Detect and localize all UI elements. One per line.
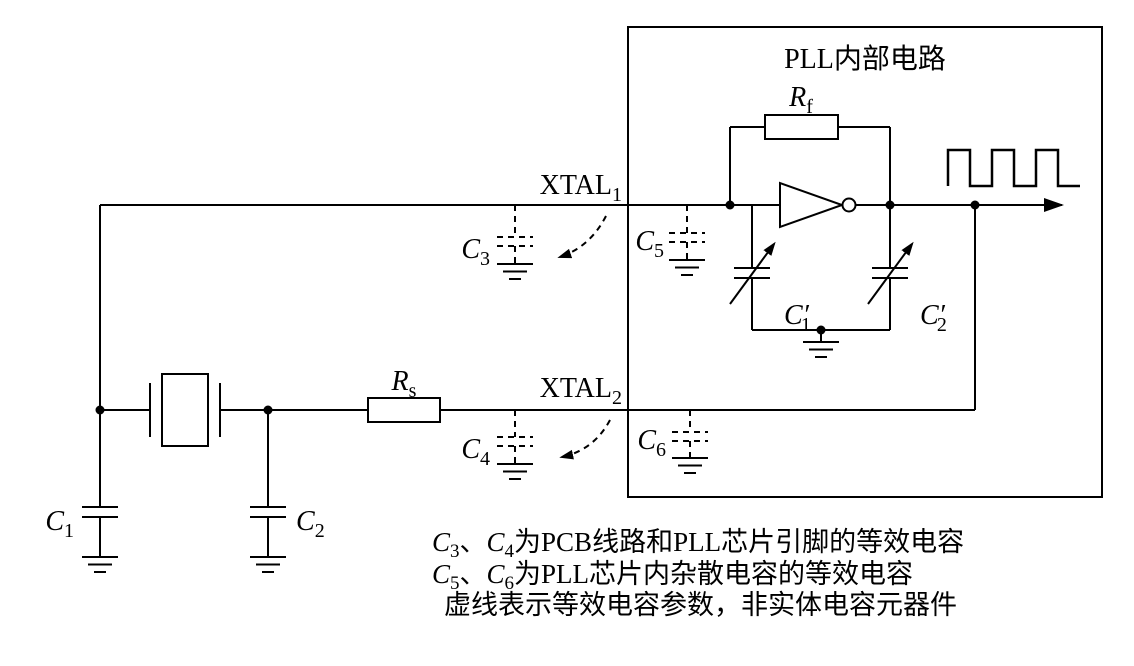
equiv-capacitor-c3	[497, 205, 533, 264]
junction-crystal-right	[263, 405, 273, 415]
ground-symbol-c6	[672, 457, 708, 474]
junction-inverter-output	[885, 200, 895, 210]
label-c1-prime: C′1	[784, 300, 811, 336]
note-line-1: C3、C4为PCB线路和PLL芯片引脚的等效电容	[432, 527, 964, 562]
inverter-bubble	[841, 197, 857, 213]
label-c2-prime: C′2	[920, 300, 947, 336]
feedback-loop	[729, 114, 891, 205]
ground-symbol-c3	[497, 263, 533, 280]
equiv-capacitor-c6	[672, 410, 708, 458]
note-line-2: C5、C6为PLL芯片内杂散电容的等效电容	[432, 559, 913, 594]
variable-arrow-c2-prime	[867, 241, 914, 305]
capacitor-c2	[250, 410, 286, 573]
junction-inverter-input	[725, 200, 735, 210]
resistor-rf	[764, 114, 839, 140]
equiv-pointer-arrow-c3	[557, 215, 607, 259]
note-line-3: 虚线表示等效电容参数，非实体电容元器件	[444, 590, 957, 620]
equiv-capacitor-c5	[669, 205, 705, 260]
label-xtal2: XTAL2	[540, 373, 622, 409]
ground-symbol-center	[803, 341, 839, 358]
pll-box-title: PLL内部电路	[784, 43, 946, 75]
label-xtal1: XTAL1	[540, 170, 622, 206]
variable-capacitor-c2-prime	[867, 205, 914, 330]
ground-symbol-c5	[669, 259, 705, 276]
label-c4: C4	[461, 434, 490, 470]
label-c3: C3	[461, 234, 490, 270]
crystal-symbol	[100, 373, 268, 447]
pll-internal-box	[627, 26, 1103, 498]
resistor-rs	[367, 397, 441, 423]
junction-varcap-ground	[816, 325, 826, 335]
capacitor-c1	[82, 506, 118, 573]
label-c6: C6	[637, 425, 666, 461]
equiv-capacitor-c4	[497, 410, 533, 464]
variable-capacitor-c1-prime	[729, 205, 776, 330]
junction-output-tap	[970, 200, 980, 210]
ground-symbol-c2	[250, 556, 286, 573]
square-wave-icon	[946, 148, 1080, 188]
equiv-pointer-arrow-c4	[559, 419, 611, 460]
junction-crystal-left	[95, 405, 105, 415]
label-rf: Rf	[788, 82, 813, 118]
ground-symbol-c1	[82, 556, 118, 573]
ground-symbol-c4	[497, 463, 533, 480]
label-c2: C2	[296, 506, 325, 542]
variable-arrow-c1-prime	[729, 241, 776, 305]
inverter-gate	[779, 181, 857, 229]
label-c5: C5	[635, 226, 664, 262]
junction-dots	[95, 200, 980, 415]
label-rs: Rs	[391, 366, 417, 402]
label-c1: C1	[45, 506, 74, 542]
